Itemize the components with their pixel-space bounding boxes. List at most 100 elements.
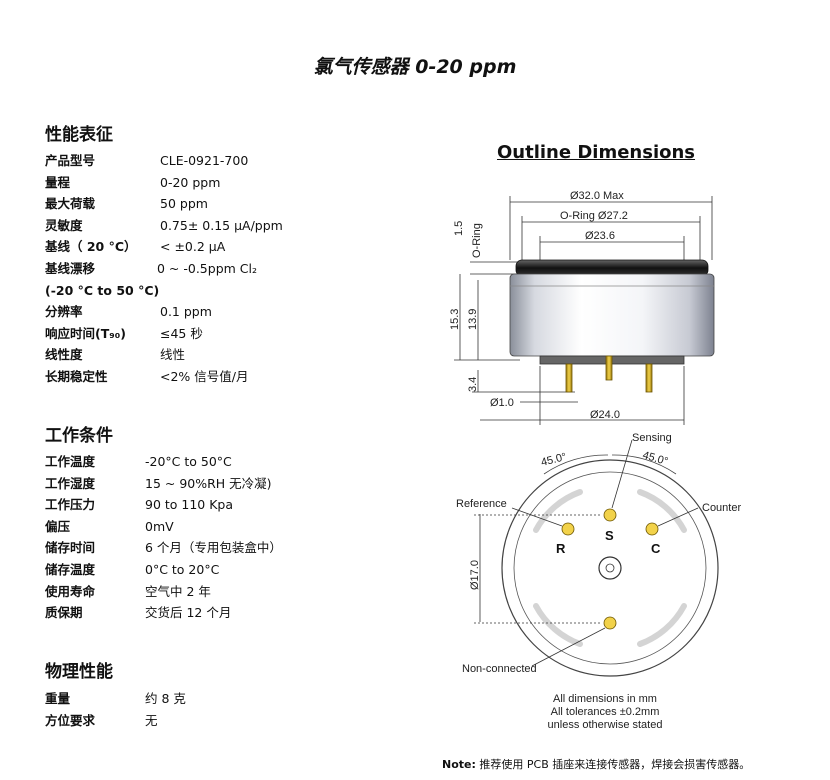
spec-value: 0 ~ -0.5ppm Cl₂: [157, 260, 257, 276]
pin-reference: [561, 522, 575, 536]
spec-row: 工作压力 90 to 110 Kpa: [45, 494, 345, 516]
spec-value: < ±0.2 µA: [160, 239, 226, 255]
footer-note: Note: 推荐使用 PCB 插座来连接传感器，焊接会损害传感器。: [442, 756, 750, 772]
slot-arc: [533, 603, 583, 647]
spec-label: 线性度: [45, 347, 83, 363]
spec-label: 响应时间(T₉₀): [45, 325, 126, 341]
spec-label: 基线（ 20 °C）: [45, 239, 137, 255]
angle-arc-left: [543, 454, 609, 475]
leader-counter: [657, 507, 699, 527]
slot-arc: [533, 489, 583, 533]
physical-table: 重量约 8 克 方位要求无: [45, 688, 345, 731]
slot-arc: [637, 603, 687, 647]
physical-heading: 物理性能: [45, 662, 113, 682]
spec-row: 线性度 线性: [45, 344, 345, 366]
leader-non-connected: [531, 627, 606, 667]
pin-s-letter: S: [605, 528, 614, 543]
spec-value: 6 个月（专用包装盒中）: [145, 540, 282, 556]
angle-arc-right: [611, 454, 677, 475]
performance-heading: 性能表征: [45, 125, 113, 145]
spec-label: 使用寿命: [45, 583, 96, 599]
oring-side-label: O-Ring: [471, 223, 483, 258]
spec-value: 交货后 12 个月: [145, 605, 232, 621]
spec-value: 线性: [160, 347, 186, 363]
pin-center: [605, 355, 613, 381]
dim-139-label: 13.9: [467, 309, 479, 330]
spec-label: 方位要求: [45, 712, 96, 728]
spec-value: 0°C to 20°C: [145, 561, 220, 577]
spec-label: 灵敏度: [45, 217, 83, 233]
tolerance-line-3: unless otherwise stated: [548, 719, 663, 731]
spec-label: 储存温度: [45, 561, 96, 577]
spec-row: 工作温度 -20°C to 50°C: [45, 451, 345, 473]
spec-label: 产品型号: [45, 153, 96, 168]
spec-value: 50 ppm: [160, 196, 208, 212]
angle-right-label: 45.0°: [641, 449, 669, 468]
center-hole: [598, 556, 622, 580]
bottom-inner-circle: [513, 471, 707, 665]
outline-drawing: Ø32.0 Max O-Ring Ø27.2 Ø23.6 1.5 O-Ring …: [449, 190, 741, 731]
leader-sensing: [611, 439, 633, 509]
spec-row: 分辨率 0.1 ppm: [45, 301, 345, 323]
pin-sensing: [603, 508, 617, 522]
spec-row: 质保期交货后 12 个月: [45, 602, 345, 624]
page-title: 氯气传感器 0-20 ppm: [313, 56, 517, 78]
spec-label: 工作温度: [45, 454, 96, 469]
spec-label: (-20 °C to 50 °C): [45, 282, 160, 298]
dim-32-label: Ø32.0 Max: [570, 190, 624, 202]
pin-non-connected: [603, 616, 617, 630]
spec-label: 分辨率: [45, 304, 83, 320]
spec-row: 长期稳定性 <2% 信号值/月: [45, 366, 345, 388]
spec-row: 产品型号 CLE-0921-700: [45, 150, 345, 172]
spec-label: 工作压力: [45, 497, 96, 513]
pin-c-letter: C: [651, 541, 661, 556]
spec-value: 90 to 110 Kpa: [145, 497, 234, 513]
pin-r-letter: R: [556, 541, 566, 556]
spec-label: 基线漂移: [45, 260, 96, 276]
dim-240-label: Ø24.0: [590, 409, 620, 421]
pin-counter: [645, 522, 659, 536]
dim-153-label: 15.3: [449, 309, 461, 330]
spec-label: 长期稳定性: [45, 368, 108, 384]
spec-row: 基线漂移 0 ~ -0.5ppm Cl₂: [45, 258, 345, 280]
spec-row: 储存温度 0°C to 20°C: [45, 559, 345, 581]
dim-170-label: Ø17.0: [469, 560, 481, 590]
conditions-heading: 工作条件: [45, 426, 113, 446]
spec-row: 灵敏度 0.75± 0.15 µA/ppm: [45, 215, 345, 237]
spec-label: 工作湿度: [45, 475, 96, 491]
spec-label: 重量: [45, 691, 71, 706]
sensing-label: Sensing: [632, 432, 672, 444]
pin-right: [645, 363, 653, 393]
note-text: 推荐使用 PCB 插座来连接传感器，焊接会损害传感器。: [475, 758, 751, 771]
center-hole-inner: [605, 563, 615, 573]
dim-236-label: Ø23.6: [585, 230, 615, 242]
spec-value: CLE-0921-700: [160, 153, 249, 168]
note-label: Note:: [442, 758, 476, 771]
spec-row: 响应时间(T₉₀) ≤45 秒: [45, 323, 345, 345]
spec-value: -20°C to 50°C: [145, 454, 232, 469]
dim-oring-label: O-Ring Ø27.2: [560, 210, 628, 222]
leader-reference: [511, 507, 563, 527]
slot-arc: [637, 489, 687, 533]
spec-row: 工作湿度 15 ~ 90%RH 无冷凝): [45, 473, 345, 495]
spec-row: 储存时间 6 个月（专用包装盒中）: [45, 537, 345, 559]
dim-10-label: Ø1.0: [490, 397, 514, 409]
spec-label: 储存时间: [45, 540, 96, 556]
angle-left-label: 45.0°: [540, 451, 568, 469]
spec-value: 空气中 2 年: [145, 583, 211, 599]
dim-34-label: 3.4: [467, 377, 479, 392]
spec-value: ≤45 秒: [160, 325, 203, 341]
spec-value: 0.75± 0.15 µA/ppm: [160, 217, 283, 233]
spec-value: 15 ~ 90%RH 无冷凝): [145, 475, 272, 491]
pin-left: [565, 363, 573, 393]
spec-value: 0.1 ppm: [160, 304, 212, 320]
counter-label: Counter: [702, 502, 741, 514]
spec-row: 基线（ 20 °C） < ±0.2 µA: [45, 236, 345, 258]
tolerance-line-2: All tolerances ±0.2mm: [551, 706, 660, 718]
outline-title: Outline Dimensions: [497, 142, 696, 163]
spec-value: <2% 信号值/月: [160, 368, 249, 384]
